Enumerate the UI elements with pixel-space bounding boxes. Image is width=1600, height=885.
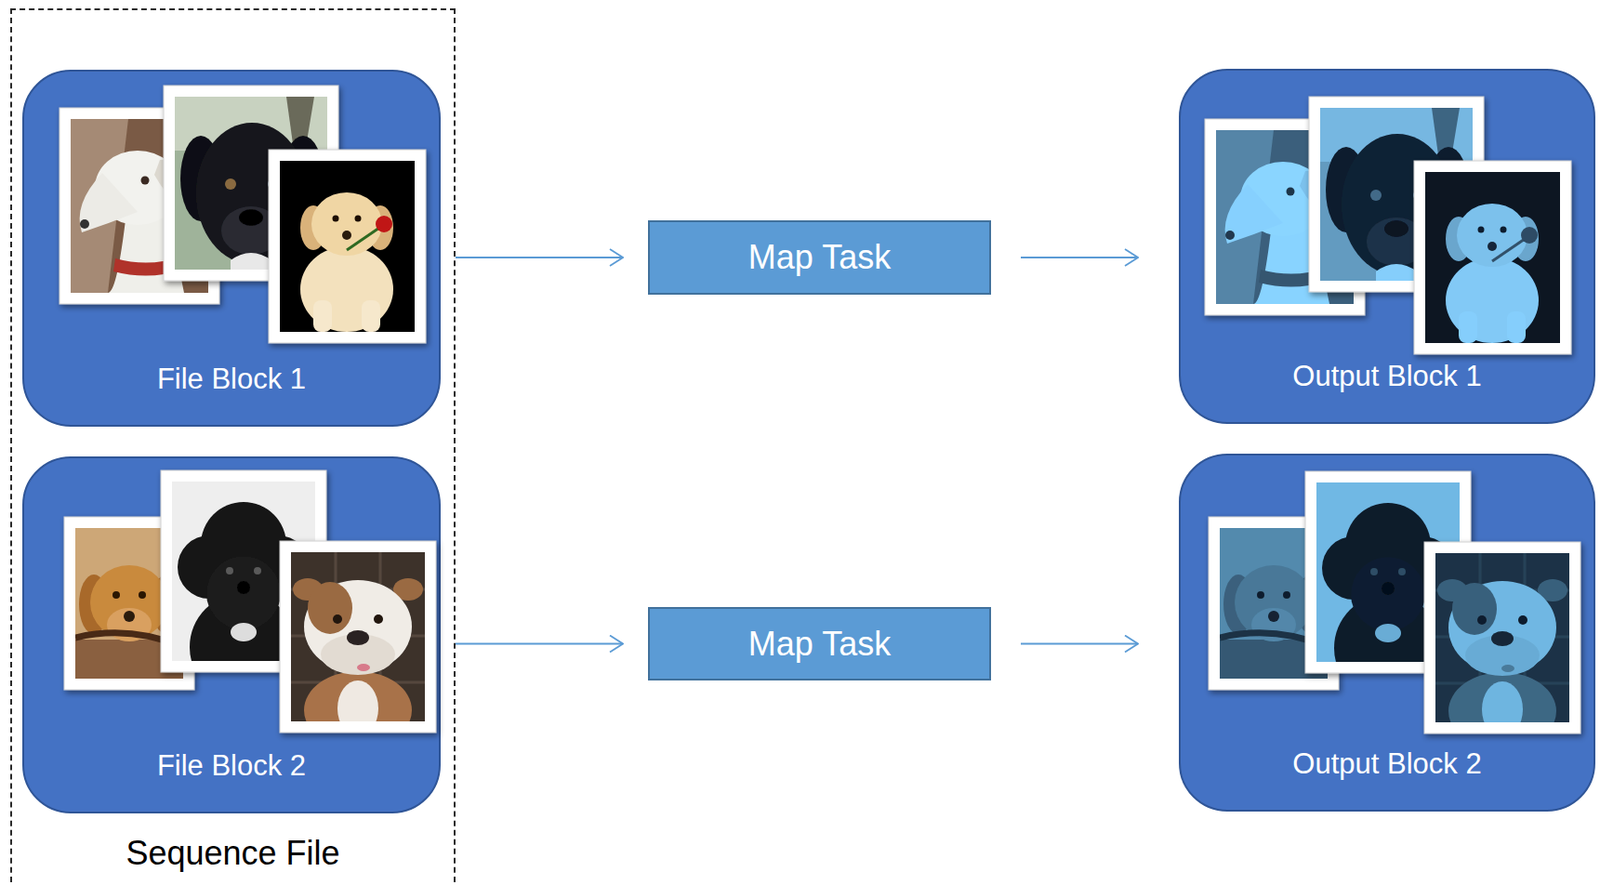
map-task-box: Map Task [647,220,992,295]
map-task-box: Map Task [647,607,992,681]
photo-frame [1424,542,1581,751]
sequence-file-group: Sequence File File Block 1 File Block 2 [10,8,456,885]
output-block: Output Block 1 [1178,68,1596,424]
flow-arrow [1020,643,1138,646]
output-block: Output Block 2 [1178,453,1596,812]
photo-frame [1414,160,1572,355]
node-label: Output Block 2 [1292,745,1481,783]
photo-frame [268,149,426,344]
file-block: File Block 2 [22,456,441,814]
node-label: File Block 1 [157,360,306,398]
flow-arrow [455,256,623,259]
node-label: Sequence File [125,833,340,874]
node-label: Output Block 1 [1292,357,1481,396]
node-label: Map Task [748,237,891,278]
photo-frame [279,541,437,750]
node-label: Map Task [748,623,891,665]
file-block: File Block 1 [22,69,441,427]
node-label: File Block 2 [157,747,306,785]
flow-arrow [1020,256,1138,259]
flow-arrow [455,643,623,646]
